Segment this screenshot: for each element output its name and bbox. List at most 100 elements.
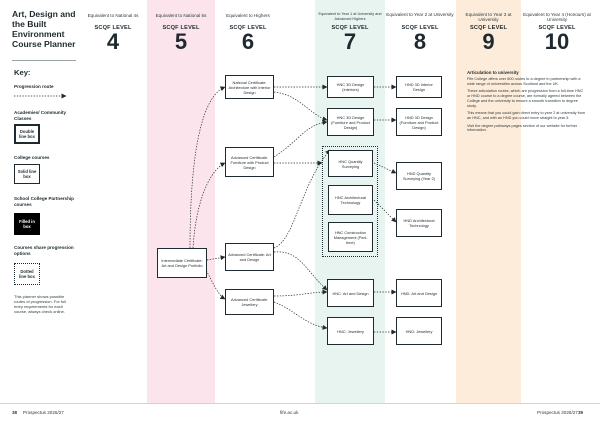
course-box[interactable]: HNC 3D Design (Interiors): [327, 76, 374, 98]
articulation-panel: Articulation to university Fife College …: [467, 70, 587, 136]
level-number: 5: [174, 29, 188, 54]
equivalent-label: Equivalent to Year 3 at University: [465, 12, 512, 23]
articulation-paragraph: Visit the degree pathways pages section …: [467, 123, 578, 133]
divider: [12, 60, 76, 61]
progression-arrow: [273, 289, 328, 297]
course-title: Advanced Certificate: Art and Design: [228, 252, 271, 262]
course-box[interactable]: Intermediate Certificate: Art and Design…: [157, 248, 207, 278]
level-number: 9: [482, 29, 495, 54]
equivalent-label: Equivalent to Highers: [226, 13, 270, 18]
progression-arrow: [273, 149, 331, 249]
scqf-label: SCQF LEVEL: [538, 25, 576, 31]
website-link[interactable]: fife.ac.uk: [280, 410, 299, 415]
course-box[interactable]: HNC 3D Design (Furniture and Product Des…: [327, 108, 374, 136]
course-box[interactable]: HND: Jewellery: [396, 317, 442, 345]
right-prospectus-label: Prospectus 2026/27: [537, 410, 578, 415]
left-page-number: 38: [12, 410, 18, 415]
left-prospectus-label: Prospectus 2026/27: [23, 410, 64, 415]
course-title: HND 3D Interior Design: [405, 82, 433, 92]
course-box[interactable]: HND: Art and Design: [396, 279, 442, 307]
key-note: This planner shows possible routes of pr…: [14, 294, 67, 314]
course-title: HNC Construction Management (Part-time): [333, 229, 368, 245]
level-number: 8: [413, 29, 427, 54]
scqf-label: SCQF LEVEL: [94, 25, 132, 31]
course-box[interactable]: Advanced Certificate: Art and Design: [225, 243, 274, 271]
course-title: HNC: Jewellery: [337, 328, 364, 334]
equivalent-label: Equivalent to National 4s: [87, 13, 139, 18]
level-5-band: [147, 0, 215, 403]
equivalent-label: Equivalent to Year 1 at University and A…: [318, 12, 382, 21]
key-solid-box: Solid line box: [14, 164, 40, 184]
shared-progression-group: [322, 146, 378, 257]
level-number: 4: [106, 29, 120, 54]
progression-routes: [14, 84, 397, 335]
key-filled-box-text: Filled in box: [19, 219, 35, 229]
scqf-label: SCQF LEVEL: [229, 25, 267, 31]
course-box[interactable]: HND 3D Design (Furniture and Product Des…: [396, 108, 442, 136]
articulation-paragraph: Fife College offers over 600 routes to a…: [467, 77, 581, 86]
course-title: Intermediate Certificate: Art and Design…: [161, 258, 203, 268]
progression-arrow: [189, 86, 226, 249]
course-box[interactable]: HNC: Jewellery: [327, 317, 374, 345]
page-title: Art, Design and the Built Environment Co…: [12, 9, 76, 49]
progression-arrow: [373, 199, 397, 223]
course-title: National Certificate: Architecture with …: [228, 79, 271, 95]
course-box[interactable]: National Certificate: Architecture with …: [225, 75, 274, 99]
level-number: 7: [343, 29, 357, 54]
articulation-heading: Articulation to university: [467, 70, 519, 75]
course-box[interactable]: Advanced Certificate: Furniture with Pro…: [225, 147, 274, 177]
course-title: HNC 3D Design (Furniture and Product Des…: [331, 114, 370, 130]
key-college-label: College courses: [14, 155, 50, 160]
course-title: HNC: Art and Design: [332, 290, 369, 296]
scqf-label: SCQF LEVEL: [469, 25, 508, 31]
page-footer: 38 Prospectus 2026/27 fife.ac.uk Prospec…: [0, 403, 600, 424]
progression-arrow: [206, 255, 226, 261]
articulation-paragraph: These articulation routes, which are pro…: [467, 89, 584, 108]
scqf-label: SCQF LEVEL: [162, 25, 200, 31]
key-partnership-label: School College Partnership courses: [14, 196, 74, 207]
scqf-label: SCQF LEVEL: [401, 25, 439, 31]
course-title: HND Architectural Technology: [403, 218, 435, 228]
level-number: 6: [241, 29, 255, 54]
course-box[interactable]: HNC Architectural Technology: [328, 185, 373, 215]
key-dotted-box: Dotted line box: [14, 263, 40, 285]
progression-arrow: [273, 301, 328, 330]
course-title: Advanced Certificate: Jewellery: [231, 297, 268, 307]
equivalent-label: Equivalent to National 5s: [155, 13, 207, 18]
course-title: HNC 3D Design (Interiors): [336, 82, 365, 92]
course-box[interactable]: HNC Construction Management (Part-time): [328, 222, 373, 252]
level-9-band: [456, 0, 521, 403]
course-title: HND 3D Design (Furniture and Product Des…: [399, 114, 439, 130]
course-box[interactable]: HND Quantity Surveying (Year 2): [396, 162, 442, 190]
course-title: HNC Architectural Technology: [335, 195, 366, 205]
key-shared-label: Courses share progression options: [14, 245, 74, 256]
equivalent-label: Equivalent to Year 2 at University: [386, 12, 454, 17]
course-box[interactable]: HND Architectural Technology: [396, 209, 442, 237]
key-filled-box: Filled in box: [14, 213, 40, 235]
course-box[interactable]: HND 3D Interior Design: [396, 76, 442, 98]
scqf-label: SCQF LEVEL: [331, 25, 369, 31]
course-title: Advanced Certificate: Furniture with Pro…: [230, 154, 269, 170]
key-double-box-text: Double line box: [19, 129, 35, 139]
key-progression-route-label: Progression route: [14, 84, 54, 89]
articulation-paragraph: This means that you could gain direct en…: [467, 111, 586, 120]
course-box[interactable]: HNC: Art and Design: [327, 279, 374, 307]
course-title: HNC Quantity Surveying: [338, 158, 363, 169]
progression-arrow: [204, 267, 226, 300]
key-dotted-box-text: Dotted line box: [19, 269, 35, 279]
level-number: 10: [544, 29, 570, 54]
progression-arrow: [273, 91, 328, 122]
progression-arrow: [273, 251, 328, 291]
course-box[interactable]: HNC Quantity Surveying: [328, 150, 373, 177]
course-box[interactable]: Advanced Certificate: Jewellery: [225, 289, 274, 315]
key-academies-label: Academies/ Community Classes: [14, 110, 67, 121]
key-double-box: Double line box: [14, 124, 40, 144]
course-title: HND: Art and Design: [400, 290, 438, 296]
progression-arrow: [192, 162, 226, 249]
right-page-number: 39: [578, 410, 584, 415]
key-heading: Key:: [14, 68, 31, 77]
key-solid-box-text: Solid line box: [17, 169, 37, 179]
equivalent-label: Equivalent to Year 4 (Honours) at Univer…: [523, 12, 591, 23]
progression-arrow: [273, 120, 328, 158]
course-title: HND: Jewellery: [405, 328, 433, 334]
